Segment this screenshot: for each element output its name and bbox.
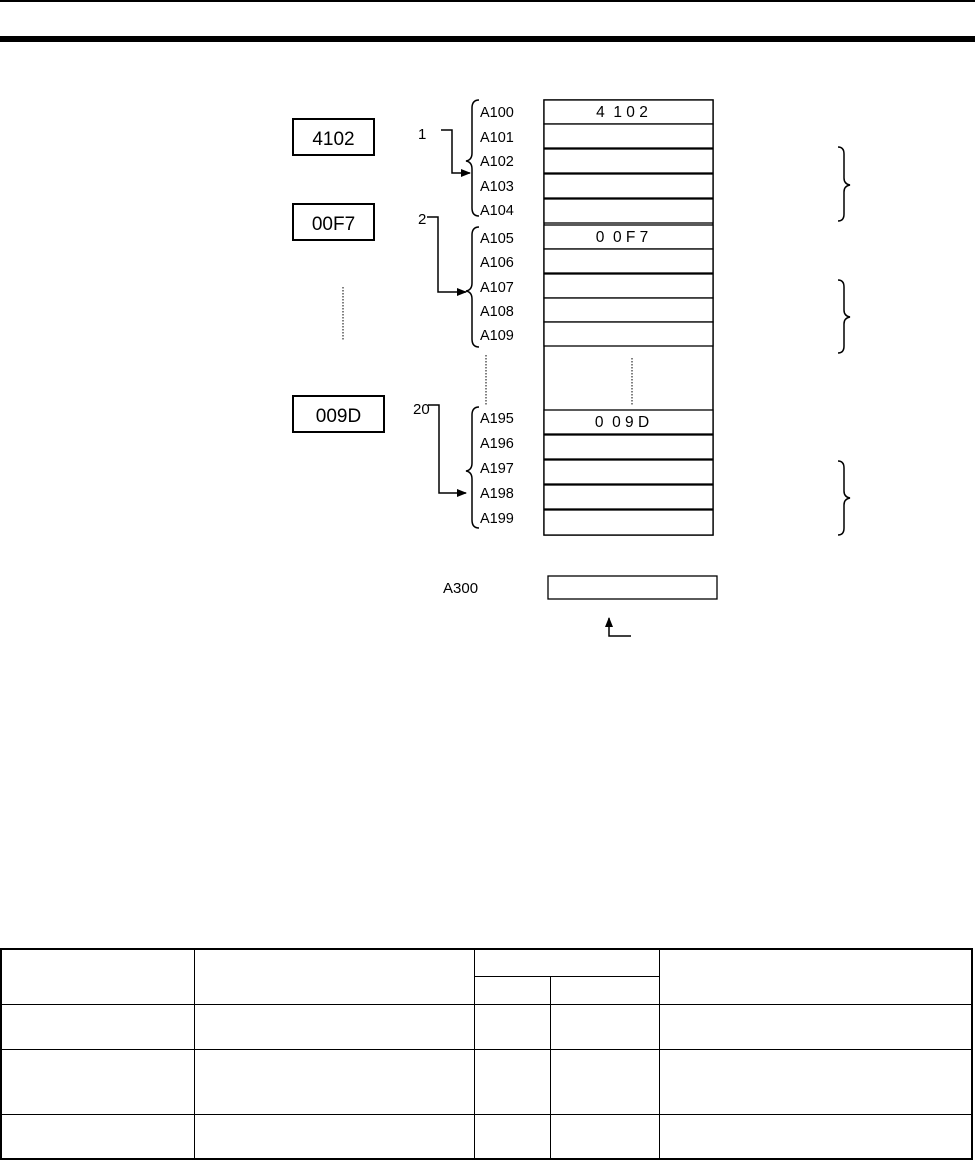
table-header-cell [193,949,475,1005]
table-cell [659,1049,973,1115]
table-subheader-cell [473,976,552,1005]
record-group-brace [465,226,480,348]
record-index-label: 2 [418,211,426,228]
record-brace-right [837,460,851,536]
table-cell [473,1004,552,1050]
address-label: A195 [480,411,514,427]
address-label: A198 [480,486,514,502]
address-label: A196 [480,436,514,452]
address-label: A107 [480,280,514,296]
table-cell [473,1114,552,1160]
error-code-box: 00F7 [292,203,375,241]
address-label: A197 [480,461,514,477]
header-rule-thin [0,0,975,2]
counter-word-cell [547,575,718,600]
table-subheader-cell [550,976,661,1005]
table-header-row [0,949,973,1005]
table-row [0,1114,973,1160]
error-code-text: 00F7 [312,214,355,235]
address-label: A100 [480,105,514,121]
address-label: A104 [480,203,514,219]
address-label: A109 [480,328,514,344]
table-cell [659,1114,973,1160]
address-label: A103 [480,179,514,195]
address-label: A108 [480,304,514,320]
error-log-diagram: 4102 00F7 009D 1 2 20 A100 A101 A102 A10… [292,99,851,637]
error-code-text: 009D [316,406,361,427]
memory-value: 0 0 9 D [595,414,649,431]
error-code-box: 009D [292,395,385,433]
table-cell [659,1004,973,1050]
counter-pointer-arrow [605,617,631,637]
record-index-label: 20 [413,401,430,418]
table-row [0,1004,973,1050]
table-cell [550,1049,661,1115]
address-labels: A100 A101 A102 A103 A104 A105 A106 A107 … [480,105,514,527]
address-label: A102 [480,154,514,170]
error-code-text: 4102 [312,129,354,150]
address-label: A106 [480,255,514,271]
pointer-arrow [428,404,467,497]
table-header-cell [473,949,661,977]
record-brace-right [837,279,851,354]
record-group-brace [465,99,480,217]
table-header-cell [0,949,195,1005]
header-rule-thick [0,36,975,42]
address-label: A101 [480,130,514,146]
record-group-brace [465,406,480,529]
table-header-cell [659,949,973,1005]
table-cell [0,1049,195,1115]
address-label: A199 [480,511,514,527]
table-cell [0,1114,195,1160]
table-cell [550,1114,661,1160]
memory-value: 4 1 0 2 [596,104,648,121]
table-cell [193,1004,475,1050]
table-cell [0,1004,195,1050]
counter-address-label: A300 [443,580,478,597]
record-index-label: 1 [418,126,426,143]
table-row [0,1049,973,1115]
info-table [0,949,973,1160]
memory-value: 0 0 F 7 [596,229,649,246]
address-label: A105 [480,231,514,247]
pointer-arrow [441,129,471,177]
table-cell [550,1004,661,1050]
memory-cells [543,99,714,536]
pointer-arrow [427,216,467,296]
memory-values: 4 1 0 2 0 0 F 7 0 0 9 D [595,104,649,431]
table-cell [193,1114,475,1160]
table-cell [473,1049,552,1115]
record-brace-right [837,146,851,222]
table-cell [193,1049,475,1115]
error-code-box: 4102 [292,118,375,156]
